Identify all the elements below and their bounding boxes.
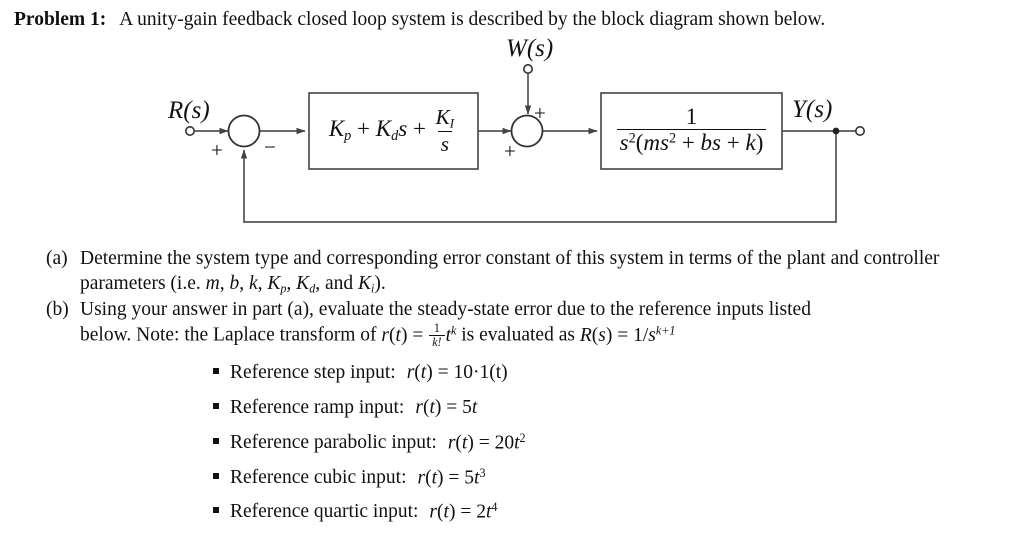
- part-a-text: Determine the system type and correspond…: [80, 248, 940, 295]
- list-item: Reference quartic input: r(t) = 2t4: [213, 500, 913, 535]
- output-takeoff-node: [832, 127, 840, 135]
- sum2-disturbance-sign: +: [534, 101, 546, 125]
- reference-input-formula: r(t) = 5t3: [417, 465, 486, 488]
- reference-input-formula: r(t) = 2t4: [429, 500, 498, 523]
- part-a-body: Determine the system type and correspond…: [80, 246, 1024, 297]
- list-item: Reference ramp input: r(t) = 5t: [213, 397, 913, 432]
- bullet-square-icon: [213, 402, 219, 409]
- reference-input-label: Reference quartic input:: [230, 501, 419, 523]
- reference-input-label: Reference cubic input:: [230, 466, 407, 488]
- part-b-tag: (b): [46, 299, 69, 320]
- plant-block-outline: [600, 92, 783, 170]
- reference-input-formula: r(t) = 5t: [415, 396, 478, 418]
- disturbance-input-terminal: [522, 63, 533, 74]
- bullet-square-icon: [213, 368, 219, 374]
- sum1-feedback-sign: −: [264, 135, 276, 159]
- disturbance-input-label: W(s): [506, 35, 554, 62]
- part-b: (b) Using your answer in part (a), evalu…: [46, 297, 1024, 350]
- bullet-square-icon: [213, 472, 219, 479]
- part-a-tag: (a): [46, 248, 68, 269]
- plant-expression: 1 s2(ms2 + bs + k): [616, 105, 767, 157]
- reference-input-list: Reference step input: r(t) = 10·1(t) Ref…: [213, 362, 913, 535]
- part-b-line1: Using your answer in part (a), evaluate …: [80, 299, 811, 320]
- bullet-square-icon: [213, 438, 219, 445]
- reference-input-label: Reference parabolic input:: [230, 432, 437, 454]
- part-b-body: Using your answer in part (a), evaluate …: [80, 297, 1024, 350]
- output-label: Y(s): [792, 96, 833, 123]
- summing-junction-2: [510, 114, 544, 148]
- part-b-line2: below. Note: the Laplace transform of r(…: [80, 322, 1024, 350]
- block-diagram-canvas: [185, 63, 865, 223]
- part-a: (a) Determine the system type and corres…: [46, 246, 1024, 297]
- bullet-square-icon: [213, 507, 219, 514]
- reference-input-label: Reference ramp input:: [230, 396, 405, 418]
- problem-header: Problem 1: A unity-gain feedback closed l…: [14, 8, 1014, 32]
- part-b-line2-text-cont: is evaluated as: [461, 324, 575, 346]
- list-item: Reference step input: r(t) = 10·1(t): [213, 362, 913, 397]
- problem-label: Problem 1:: [14, 9, 107, 30]
- reference-input-label: Reference step input:: [230, 362, 396, 383]
- part-a-parameter-list: m, b, k, Kp, Kd, and Ki).: [205, 273, 386, 296]
- sum1-reference-sign: +: [211, 138, 223, 162]
- reference-input-formula: r(t) = 20t2: [447, 431, 526, 454]
- list-item: Reference cubic input: r(t) = 5t3: [213, 466, 913, 501]
- summing-junction-1: [227, 114, 261, 148]
- formula-laplace-transform: R(s) = 1/sk+1: [579, 323, 676, 346]
- reference-input-formula: r(t) = 10·1(t): [406, 362, 508, 383]
- problem-statement: A unity-gain feedback closed loop system…: [119, 9, 826, 30]
- part-b-line2-text: below. Note: the Laplace transform of: [80, 324, 377, 346]
- wire-feedback-path: [240, 131, 837, 223]
- reference-input-terminal: [185, 126, 196, 137]
- reference-input-label: R(s): [168, 97, 210, 124]
- output-terminal: [854, 126, 865, 137]
- plant-block: 1 s2(ms2 + bs + k): [601, 93, 782, 169]
- sum2-forward-sign: +: [504, 139, 516, 163]
- list-item: Reference parabolic input: r(t) = 20t2: [213, 431, 913, 466]
